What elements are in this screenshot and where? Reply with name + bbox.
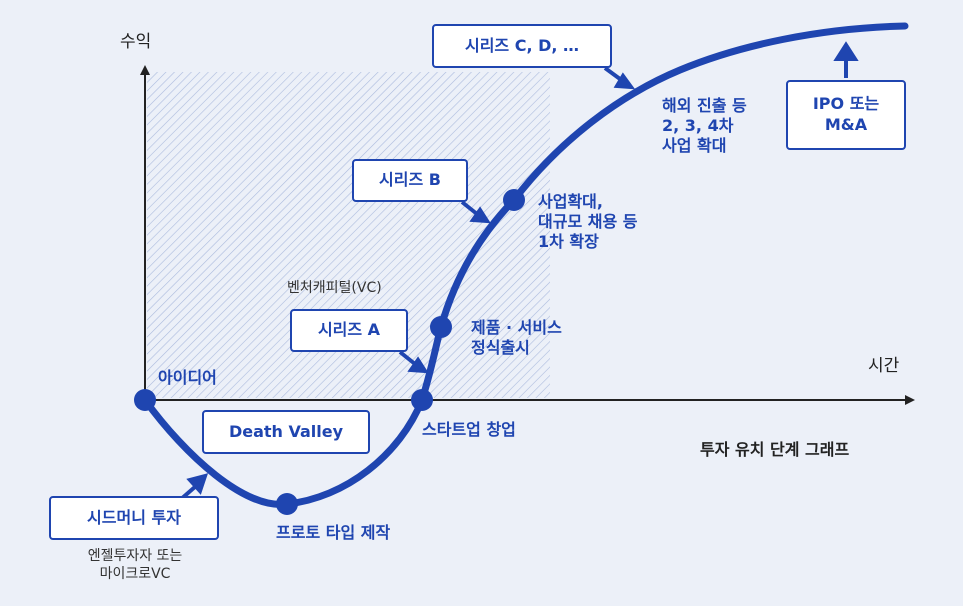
ipo-ma-line2: M&A (824, 115, 868, 134)
overseas-label-line2: 2, 3, 4차 (662, 116, 734, 135)
launch-label: 제품 · 서비스 정식출시 (471, 318, 562, 358)
expand-label-line3: 1차 확장 (538, 232, 599, 251)
point-launch (430, 316, 452, 338)
seed-note-line2: 마이크로VC (99, 565, 171, 582)
death-valley-box: Death Valley (202, 410, 370, 454)
point-expand (503, 189, 525, 211)
overseas-label-line3: 사업 확대 (662, 136, 727, 155)
overseas-label: 해외 진출 등 2, 3, 4차 사업 확대 (662, 96, 747, 156)
seed-note-line1: 엔젤투자자 또는 (87, 548, 183, 564)
point-prototype (276, 493, 298, 515)
expand-label: 사업확대, 대규모 채용 등 1차 확장 (538, 192, 637, 252)
y-axis-label: 수익 (120, 32, 152, 52)
series-a-box: 시리즈 A (290, 309, 408, 352)
seed-note: 엔젤투자자 또는 마이크로VC (73, 548, 197, 583)
series-b-arrow (460, 200, 491, 224)
overseas-label-line1: 해외 진출 등 (662, 96, 747, 115)
x-axis-label: 시간 (868, 356, 900, 376)
point-idea (134, 389, 156, 411)
expand-label-line2: 대규모 채용 등 (538, 212, 638, 231)
vc-note: 벤처캐피털(VC) (287, 280, 382, 296)
idea-label: 아이디어 (158, 368, 217, 387)
series-cd-arrow (603, 66, 636, 90)
ipo-ma-line1: IPO 또는 (812, 94, 880, 114)
seed-money-box: 시드머니 투자 (49, 496, 219, 540)
launch-label-line1: 제품 · 서비스 (471, 318, 562, 337)
series-cd-box: 시리즈 C, D, … (432, 24, 612, 68)
prototype-label: 프로토 타입 제작 (276, 523, 391, 542)
diagram-title: 투자 유치 단계 그래프 (700, 440, 850, 459)
series-a-arrow (398, 350, 429, 374)
startup-label: 스타트업 창업 (422, 420, 516, 439)
launch-label-line2: 정식출시 (471, 338, 530, 357)
point-startup (411, 389, 433, 411)
ipo-arrow (833, 41, 859, 78)
expand-label-line1: 사업확대, (538, 192, 603, 211)
ipo-ma-box: IPO 또는 M&A (786, 80, 906, 150)
series-b-box: 시리즈 B (352, 159, 468, 202)
